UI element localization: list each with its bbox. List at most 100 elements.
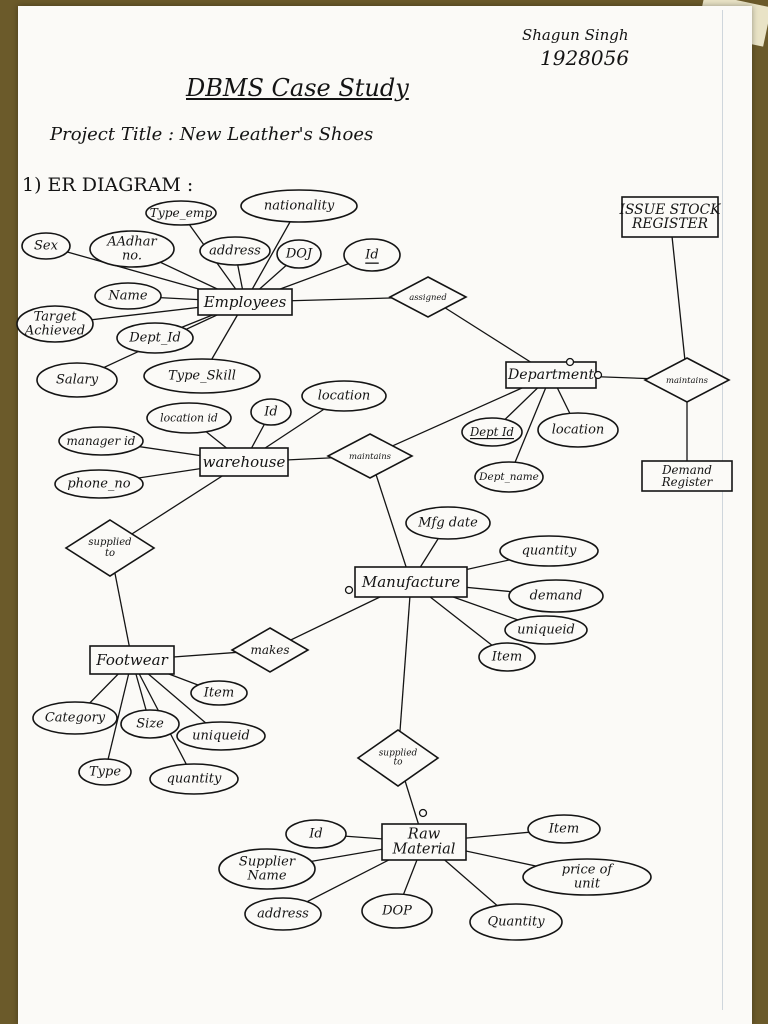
attribute-item-rm: Item [527, 814, 601, 844]
attribute-label: Dept_name [478, 471, 539, 483]
connector-maintains2-manufacture [369, 455, 412, 583]
entity-label-employees: Employees [203, 293, 287, 311]
attribute-label: Supplier [239, 855, 296, 870]
attribute-dop: DOP [361, 893, 433, 929]
entity-label-rawmaterial: Raw [407, 826, 441, 842]
attribute-label: address [209, 244, 261, 259]
relationship-maintains1: maintains [643, 357, 731, 403]
entity-footwear: Footwear [89, 645, 175, 675]
attribute-label: manager id [67, 434, 136, 448]
attribute-label: Salary [56, 373, 99, 388]
connector-maintains1-issue [669, 216, 688, 381]
attribute-mfgdate: Mfg date [405, 506, 491, 540]
author-name: Shagun Singh [522, 26, 629, 44]
attribute-label: location [318, 389, 371, 404]
entity-warehouse: warehouse [199, 447, 289, 477]
entity-department: Department [505, 361, 597, 389]
cardinality-marker [565, 357, 575, 367]
attribute-label: location [552, 423, 605, 438]
attribute-label: Id [364, 248, 378, 263]
relationship-assigned: assigned [388, 276, 468, 318]
attribute-label: nationality [264, 199, 335, 214]
cardinality-marker [344, 585, 354, 595]
attribute-address-rm: address [244, 897, 322, 931]
relationship-label-supplied1: to [105, 548, 115, 559]
roll-number: 1928056 [540, 46, 630, 70]
relationship-makes: makes [230, 627, 310, 673]
attribute-id-wh: Id [250, 398, 292, 426]
attribute-address: address [199, 236, 271, 266]
attribute-category: Category [32, 701, 118, 735]
section-heading: 1) ER DIAGRAM : [22, 174, 194, 196]
attribute-label: Item [491, 650, 522, 665]
attribute-qty-fw: quantity [149, 763, 239, 795]
connector-manufacture-supplied2 [397, 581, 412, 759]
attribute-label: location id [160, 412, 218, 425]
page-title: DBMS Case Study [186, 74, 409, 102]
attribute-label: AAdhar [106, 235, 157, 250]
attribute-deptid-emp: Dept_Id [116, 322, 194, 354]
relationship-label-supplied1: supplied [88, 537, 132, 548]
attribute-uniq-fw: uniqueid [176, 721, 266, 751]
connector-a_deptname-department [508, 374, 552, 478]
entity-label-rawmaterial: Material [392, 842, 456, 858]
attribute-label: Sex [34, 239, 59, 254]
entity-label-department: Department [507, 367, 594, 383]
attribute-location-wh: location [301, 380, 387, 412]
attribute-manager: manager id [58, 426, 144, 456]
attribute-label: no. [122, 248, 142, 263]
attribute-label: price of [562, 863, 615, 878]
attribute-item-fw: Item [190, 680, 248, 706]
attribute-label: Dept_Id [128, 331, 181, 346]
entity-label-issue: REGISTER [631, 216, 708, 232]
attribute-qty-rm: Quantity [469, 903, 563, 941]
attribute-label: Name [246, 868, 286, 883]
attribute-label: Target [34, 310, 78, 325]
attribute-label: uniqueid [192, 729, 250, 744]
attribute-label: quantity [522, 544, 577, 559]
relationship-label-supplied2: to [394, 758, 403, 768]
attribute-label: Id [263, 405, 277, 420]
relationship-label-maintains2: maintains [349, 451, 392, 461]
attribute-locid: location id [146, 402, 232, 434]
entity-label-demand: Register [661, 475, 714, 489]
attribute-label: Mfg date [417, 516, 478, 531]
entity-manufacture: Manufacture [354, 566, 468, 598]
cardinality-marker [593, 370, 603, 380]
attribute-label: Quantity [487, 915, 545, 930]
attribute-name: Name [94, 282, 162, 310]
attribute-item-mfg: Item [478, 642, 536, 672]
attribute-phone: phone_no [54, 469, 144, 499]
project-title: Project Title : New Leather's Shoes [50, 124, 374, 145]
attribute-label: Dept Id [469, 425, 514, 439]
attribute-label: DOJ [285, 247, 313, 262]
entity-employees: Employees [197, 288, 293, 316]
attribute-label: Category [45, 711, 106, 726]
attribute-label: Item [548, 822, 579, 837]
attribute-id-rm: Id [285, 819, 347, 849]
attribute-label: Achieved [24, 323, 85, 338]
attribute-qty-mfg: quantity [499, 535, 599, 567]
relationship-label-makes: makes [250, 643, 289, 657]
attribute-deptid: Dept Id [461, 417, 523, 447]
attribute-label: Item [203, 686, 234, 701]
attribute-type: Type [78, 758, 132, 786]
margin-line [722, 10, 723, 1010]
relationship-label-maintains1: maintains [666, 375, 709, 385]
attribute-label: quantity [167, 772, 222, 787]
attribute-label: phone_no [67, 477, 130, 492]
attribute-nationality: nationality [240, 189, 358, 223]
attribute-id-emp: Id [343, 238, 401, 272]
relationship-maintains2: maintains [326, 433, 414, 479]
attribute-location-dept: location [537, 412, 619, 448]
attribute-label: uniqueid [517, 623, 575, 638]
attribute-doj: DOJ [276, 239, 322, 269]
relationship-label-assigned: assigned [409, 292, 447, 302]
